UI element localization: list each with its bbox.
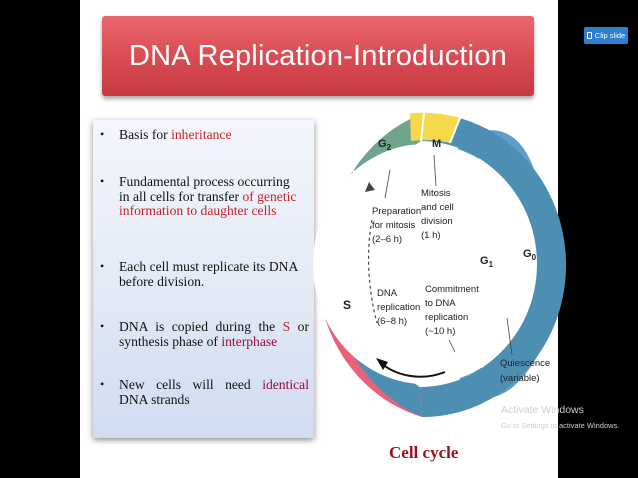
bullet-highlight: inheritance — [171, 127, 232, 142]
bullet-panel: • Basis for inheritance • Fundamental pr… — [93, 120, 314, 438]
note-text: Mitosis — [421, 188, 451, 199]
bullet-text: before division. — [119, 273, 205, 289]
bullet-text: or — [290, 319, 309, 334]
note-text: and cell — [421, 202, 454, 213]
cycle-arrow-icon — [381, 363, 446, 378]
cycle-arrowhead-icon — [376, 358, 388, 370]
bullet-dot: • — [100, 377, 105, 391]
note-text: replication — [425, 312, 468, 323]
divider-line — [420, 112, 425, 142]
cycle-arrow-icon — [367, 219, 378, 324]
note-text: (~10 h) — [425, 326, 455, 337]
bullet-text: Fundamental process occurring — [119, 174, 290, 189]
bullet-text: Each cell must replicate its DNA — [119, 259, 299, 274]
bullet-text: Basis for — [119, 127, 172, 142]
bullet-text: synthesis phase of — [119, 333, 222, 349]
note-text: (6–8 h) — [377, 316, 407, 327]
bullet-dot: • — [100, 259, 105, 273]
phase-label-s: S — [343, 298, 351, 312]
divider-line — [352, 170, 381, 185]
slide-title-banner: DNA Replication-Introduction — [102, 16, 534, 96]
clip-slide-button[interactable]: Clip slide — [584, 27, 628, 44]
bullet-highlight: S — [282, 319, 291, 334]
bullet-highlight: of genetic — [242, 188, 297, 204]
bullet-dot: • — [100, 127, 105, 141]
bullet-highlight: interphase — [221, 333, 278, 349]
note-commitment: Commitment to DNA replication (~10 h) — [425, 284, 479, 337]
note-text: (1 h) — [421, 230, 441, 241]
bullet-text: in all cells for transfer — [119, 188, 243, 204]
note-text: (2–6 h) — [372, 234, 402, 245]
note-text: for mitosis — [372, 220, 416, 231]
bullet-highlight: identical — [262, 377, 309, 392]
activate-windows-title: Activate Windows — [501, 404, 584, 416]
slide-title: DNA Replication-Introduction — [129, 39, 507, 72]
phase-label-m: M — [432, 138, 441, 150]
note-text: replication — [377, 302, 420, 313]
note-preparation: Preparation for mitosis (2–6 h) — [372, 206, 421, 245]
note-mitosis: Mitosis and cell division (1 h) — [421, 188, 454, 241]
bullet-text: DNA strands — [119, 391, 190, 407]
note-text: Commitment — [425, 284, 479, 295]
cell-cycle-caption: Cell cycle — [389, 443, 459, 462]
cycle-arrowhead-icon — [365, 182, 375, 192]
pointer-lines — [384, 154, 513, 356]
clip-slide-label: Clip slide — [594, 31, 626, 40]
note-text: (variable) — [500, 373, 540, 384]
note-text: division — [421, 216, 453, 227]
bullet-dot: • — [100, 319, 105, 333]
activate-windows-subtitle: Go to Settings to activate Windows. — [501, 421, 620, 430]
bullet-dot: • — [100, 174, 105, 188]
bullet-highlight: information to daughter cells — [119, 203, 277, 218]
bullet-text: New cells will need — [119, 377, 263, 392]
cycle-inner-disk — [313, 144, 537, 384]
note-text: DNA — [377, 288, 398, 299]
g1-sector — [419, 113, 567, 418]
note-text: Preparation — [372, 206, 421, 217]
note-quiescence: Quiescence (variable) — [500, 358, 550, 384]
note-dna-replication: DNA replication (6–8 h) — [377, 288, 420, 327]
divider-line — [449, 117, 461, 144]
bullet-text: DNA is copied during the — [119, 319, 283, 334]
clip-icon — [586, 32, 592, 39]
note-text: Quiescence — [500, 358, 550, 369]
note-text: to DNA — [425, 298, 456, 309]
